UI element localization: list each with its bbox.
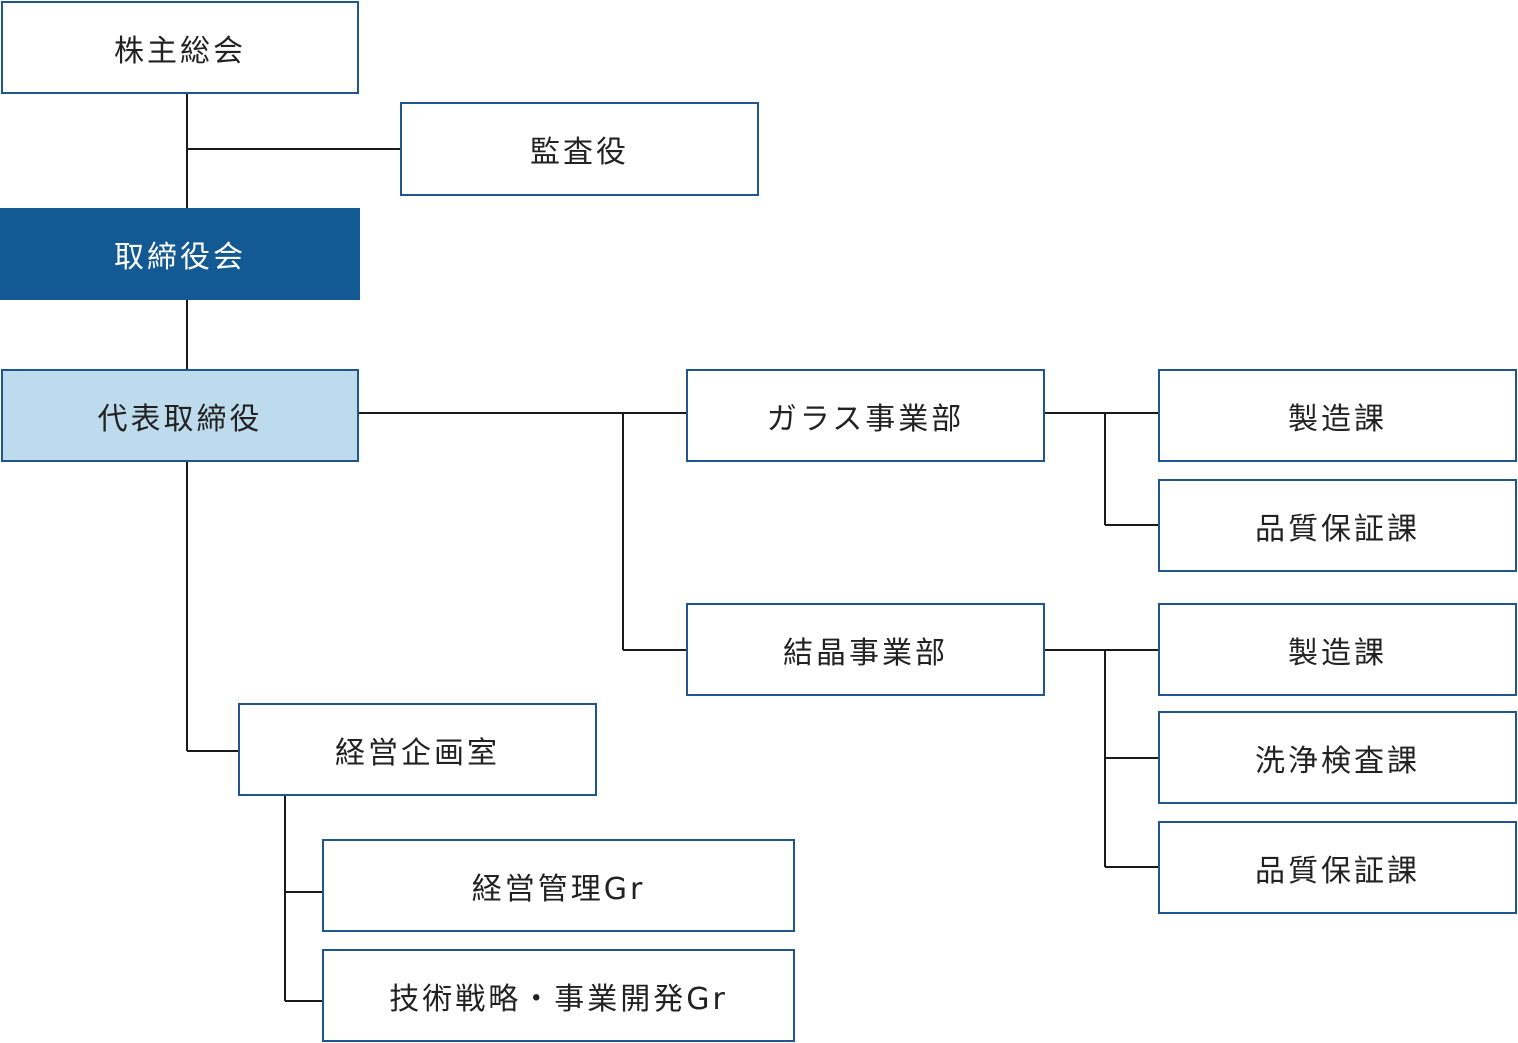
crystal-quality-assurance-section-label: 品質保証課 (1255, 853, 1420, 889)
tech-strategy-business-dev-group-label: 技術戦略・事業開発Gr (389, 981, 728, 1017)
auditor-label: 監査役 (530, 135, 629, 170)
management-group-label: 経営管理Gr (471, 871, 646, 907)
corporate-planning-office-box: 経営企画室 (238, 703, 597, 796)
glass-quality-assurance-section-label: 品質保証課 (1255, 511, 1420, 547)
crystal-cleaning-inspection-section-box: 洗浄検査課 (1158, 711, 1517, 804)
board-of-directors-box: 取締役会 (0, 208, 360, 300)
corporate-planning-office-label: 経営企画室 (335, 735, 500, 771)
crystal-cleaning-inspection-section-label: 洗浄検査課 (1255, 743, 1420, 779)
glass-manufacturing-section-box: 製造課 (1158, 369, 1517, 462)
shareholders-meeting-label: 株主総会 (114, 33, 246, 69)
shareholders-meeting-box: 株主総会 (1, 1, 359, 94)
tech-strategy-business-dev-group-box: 技術戦略・事業開発Gr (322, 949, 795, 1042)
crystal-division-box: 結晶事業部 (686, 603, 1045, 696)
board-of-directors-label: 取締役会 (114, 240, 246, 275)
glass-division-label: ガラス事業部 (766, 401, 965, 437)
auditor-box: 監査役 (400, 102, 759, 196)
representative-director-box: 代表取締役 (1, 369, 359, 462)
crystal-division-label: 結晶事業部 (783, 635, 948, 671)
representative-director-label: 代表取締役 (97, 401, 263, 437)
crystal-manufacturing-section-label: 製造課 (1288, 635, 1387, 671)
glass-manufacturing-section-label: 製造課 (1288, 401, 1387, 437)
management-group-box: 経営管理Gr (322, 839, 795, 932)
glass-quality-assurance-section-box: 品質保証課 (1158, 479, 1517, 572)
glass-division-box: ガラス事業部 (686, 369, 1045, 462)
crystal-quality-assurance-section-box: 品質保証課 (1158, 821, 1517, 914)
crystal-manufacturing-section-box: 製造課 (1158, 603, 1517, 696)
